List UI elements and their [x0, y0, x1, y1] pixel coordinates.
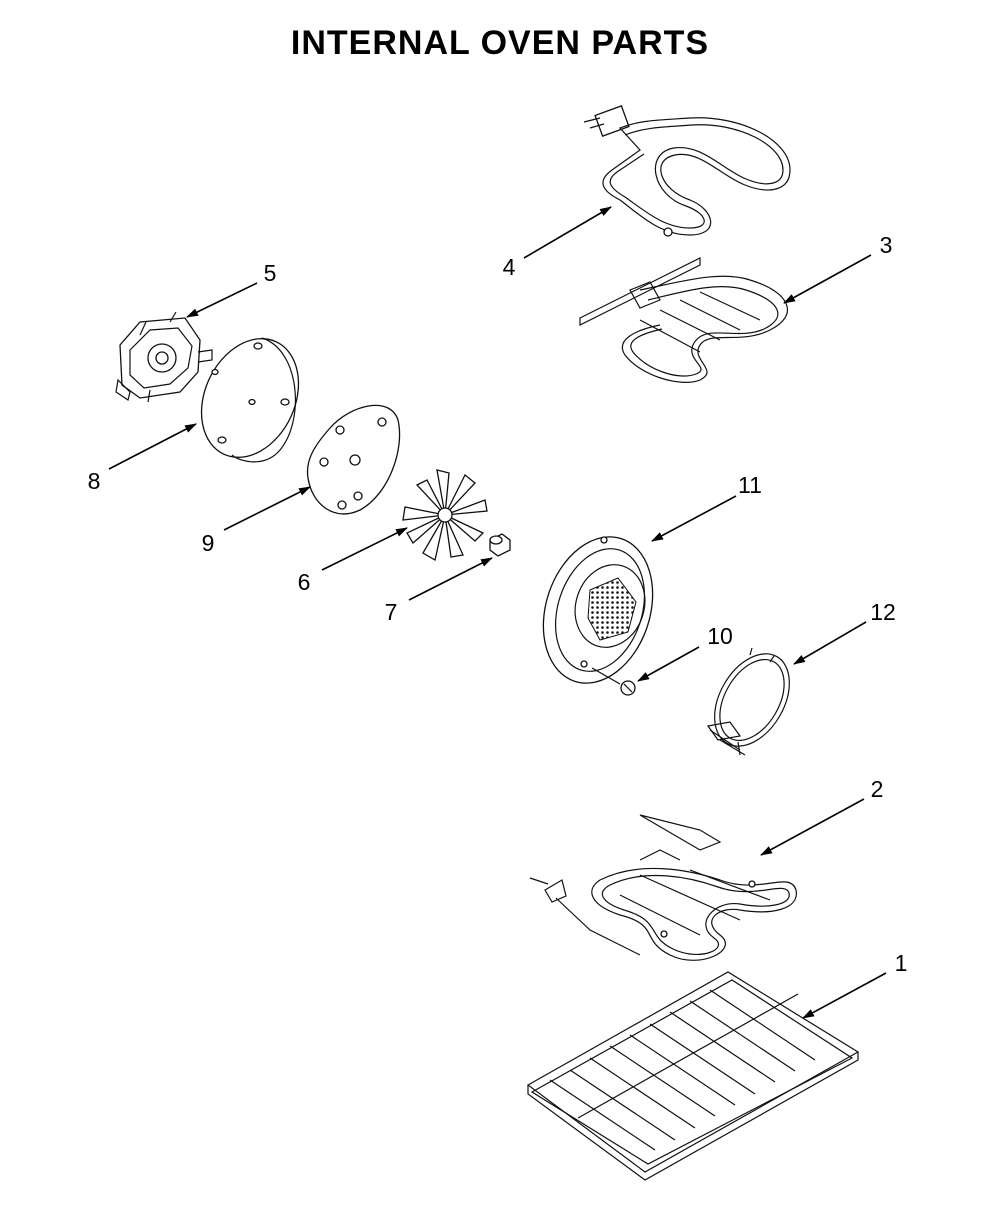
leader-11 — [651, 495, 737, 542]
convection-motor-part[interactable] — [115, 311, 213, 403]
leader-4 — [523, 206, 612, 259]
lower-element-part[interactable] — [529, 814, 797, 961]
callout-8: 8 — [88, 468, 101, 494]
convection-element-part[interactable] — [699, 641, 804, 760]
callout-12: 12 — [870, 599, 896, 625]
callout-9: 9 — [202, 530, 215, 556]
leader-lines — [108, 206, 887, 1019]
leader-12 — [793, 621, 867, 665]
callout-7: 7 — [385, 599, 398, 625]
leader-3 — [783, 254, 872, 304]
callout-3: 3 — [880, 232, 893, 258]
leader-9 — [223, 486, 311, 531]
callout-4: 4 — [503, 254, 516, 280]
callout-11: 11 — [738, 472, 762, 498]
bake-element-part[interactable] — [579, 257, 788, 383]
callout-numbers: 4 3 5 8 9 6 7 11 10 12 2 1 — [88, 232, 908, 976]
diagram-title: INTERNAL OVEN PARTS — [290, 24, 710, 62]
back-plate-part[interactable] — [183, 323, 317, 473]
fan-blade-part[interactable] — [402, 469, 488, 562]
leader-10 — [637, 646, 700, 682]
leader-1 — [802, 972, 887, 1019]
screw-part[interactable] — [591, 667, 636, 696]
leader-8 — [108, 423, 197, 470]
leader-7 — [408, 557, 493, 601]
callout-5: 5 — [264, 260, 277, 286]
leader-5 — [186, 282, 258, 318]
callout-2: 2 — [871, 776, 884, 802]
broil-element-part[interactable] — [583, 105, 791, 237]
fan-nut-part[interactable] — [489, 533, 511, 557]
callout-1: 1 — [895, 950, 908, 976]
gasket-part[interactable] — [306, 404, 401, 515]
leader-2 — [760, 798, 865, 856]
fan-cover-part[interactable] — [525, 523, 670, 698]
callout-10: 10 — [707, 623, 733, 649]
callout-6: 6 — [298, 569, 311, 595]
leader-6 — [321, 527, 408, 571]
oven-rack-part[interactable] — [526, 971, 860, 1181]
